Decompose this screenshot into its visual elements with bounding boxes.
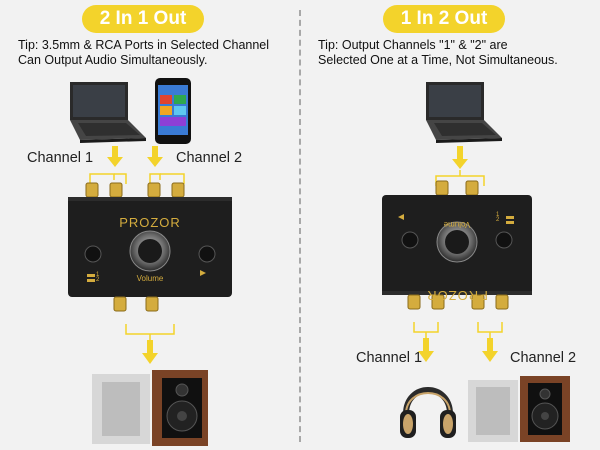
left-switch-brand: PROZOR — [119, 215, 181, 230]
left-channel-1-label: Channel 1 — [27, 150, 94, 166]
left-port-number-1: 1 — [96, 272, 100, 278]
speakers-icon — [468, 376, 570, 442]
left-port-number-2: 2 — [96, 277, 100, 283]
right-output-connectors — [413, 322, 503, 362]
right-switch-brand: PROZOR — [426, 288, 488, 303]
left-tip-line-2: Can Output Audio Simultaneously. — [18, 53, 208, 67]
left-port-numbers: 1 2 — [96, 272, 100, 283]
left-channel-2-label: Channel 2 — [176, 150, 243, 166]
right-port-number-1: 1 — [496, 212, 500, 218]
smartphone-icon — [155, 78, 191, 144]
left-audio-switch — [68, 182, 232, 312]
right-knob-label: Volume — [443, 220, 471, 229]
right-port-number-2: 2 — [496, 217, 500, 223]
right-tip: Tip: Output Channels "1" & "2" are Selec… — [318, 38, 588, 68]
right-audio-switch — [382, 180, 532, 310]
laptop-icon — [426, 82, 502, 143]
left-mode-badge: 2 In 1 Out — [82, 5, 204, 33]
speakers-icon — [92, 370, 208, 446]
left-tip-line-1: Tip: 3.5mm & RCA Ports in Selected Chann… — [18, 38, 270, 52]
headphones-icon — [400, 387, 456, 438]
left-output-connector — [125, 324, 175, 364]
right-channel-2-label: Channel 2 — [510, 350, 577, 366]
right-tip-line-2: Selected One at a Time, Not Simultaneous… — [318, 53, 558, 67]
left-tip: Tip: 3.5mm & RCA Ports in Selected Chann… — [18, 38, 288, 68]
laptop-icon — [70, 82, 146, 143]
right-port-numbers: 1 2 — [496, 212, 500, 223]
right-input-connector — [435, 146, 485, 186]
right-channel-1-label: Channel 1 — [356, 350, 423, 366]
right-mode-badge: 1 In 2 Out — [383, 5, 505, 33]
left-input-connectors — [89, 146, 185, 184]
section-divider — [299, 10, 301, 442]
left-knob-label: Volume — [136, 274, 164, 283]
right-tip-line-1: Tip: Output Channels "1" & "2" are — [318, 38, 508, 52]
